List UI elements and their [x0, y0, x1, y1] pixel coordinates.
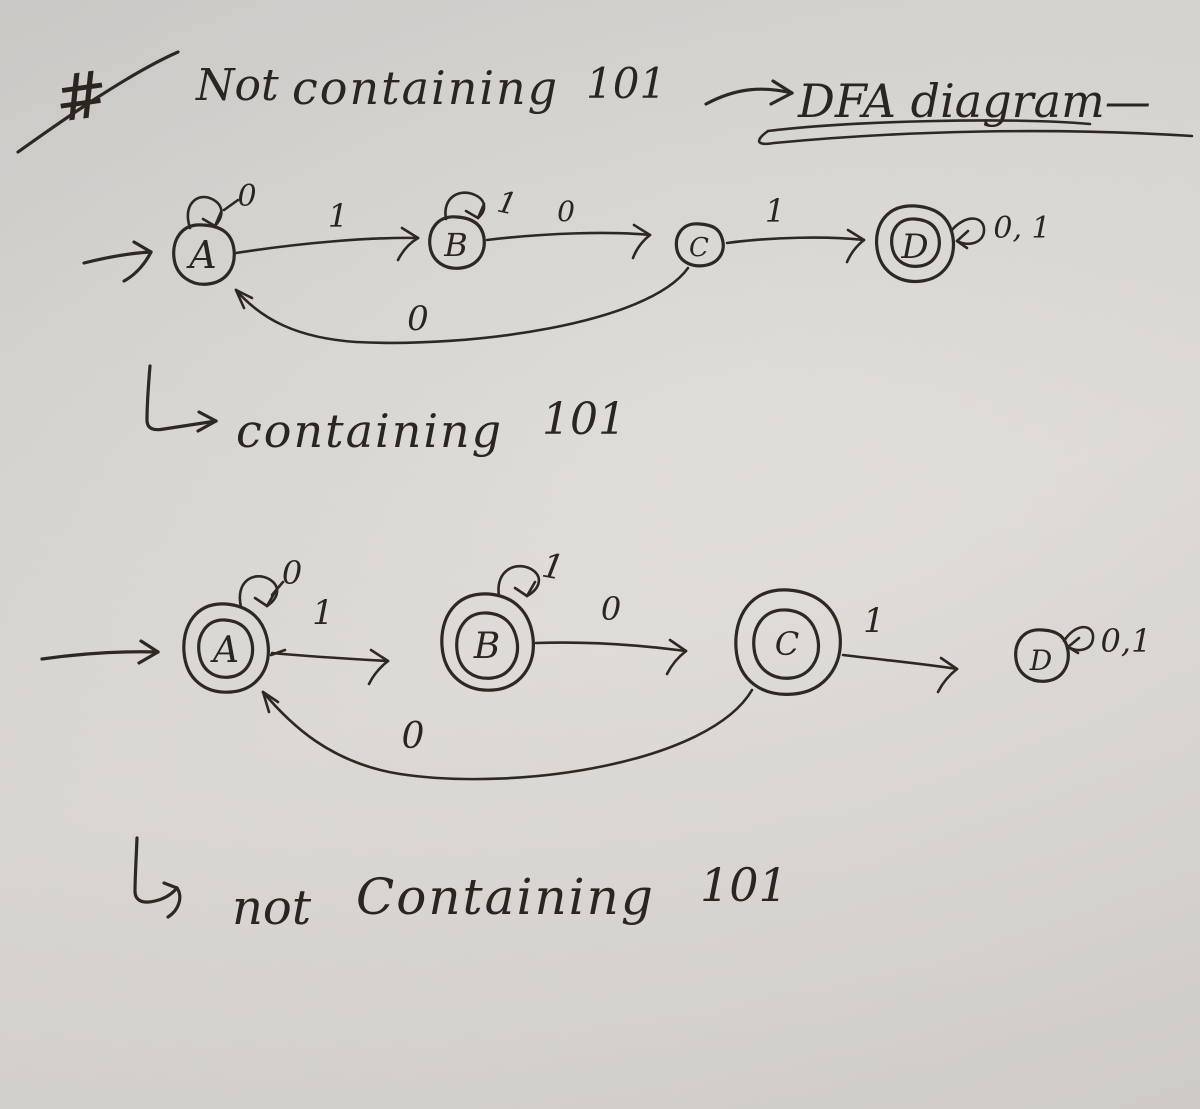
dfa-bottom-start-arrow-icon	[40, 639, 160, 665]
dfa-top-state-A-label: A	[186, 233, 216, 277]
caption-top-number: 101	[542, 394, 626, 445]
dfa-bottom: A 0 1 B 1	[40, 546, 1152, 781]
caption-top: containing 101	[145, 364, 626, 458]
dfa-top-edge-D-D-label: 0, 1	[993, 211, 1050, 246]
dfa-top-edge-C-A-label: 0	[407, 299, 429, 339]
dfa-top-state-D-circle	[874, 204, 956, 284]
dfa-bottom-edge-A-B-arrow	[269, 648, 390, 686]
dfa-top-edge-B-B-label: 1	[494, 185, 520, 223]
dfa-bottom-edge-D-D-label: 0,1	[1101, 622, 1152, 660]
title: # Not containing 101 DFA diagram—	[16, 50, 1194, 154]
dfa-bottom-edge-B-B-label: 1	[539, 546, 567, 589]
dfa-top-selfloop-D-icon	[949, 217, 986, 250]
dfa-bottom-selfloop-B-icon	[497, 564, 541, 598]
dfa-top-state-B-circle	[428, 215, 486, 270]
title-word-containing: containing	[292, 61, 559, 115]
dfa-bottom-state-C-circle	[734, 588, 842, 696]
dfa-top-edge-A-B-label: 1	[328, 197, 348, 235]
dfa-top-edge-C-D-arrow	[725, 228, 866, 264]
title-number: 101	[586, 59, 666, 108]
dfa-top-selfloop-A-icon	[186, 195, 240, 230]
dfa-top-state-C-circle	[674, 222, 725, 268]
dfa-bottom-edge-C-D-arrow	[841, 653, 959, 694]
caption-bottom-number: 101	[700, 858, 788, 912]
dfa-top-state-A-circle	[172, 223, 236, 286]
branch-arrow-icon	[145, 364, 218, 433]
dfa-top-state-B-label: B	[443, 226, 468, 264]
dfa-bottom-edge-A-A-label: 0	[282, 554, 302, 592]
dfa-bottom-selfloop-A-icon	[238, 575, 285, 609]
dfa-bottom-state-B-label: B	[473, 626, 500, 667]
dfa-bottom-state-A-circle	[182, 602, 270, 694]
dfa-bottom-edge-A-B-label: 1	[312, 593, 334, 633]
title-arrow-icon	[704, 79, 794, 106]
dfa-top-edge-B-C-arrow	[485, 223, 652, 260]
caption-bottom-prefix: not	[232, 880, 312, 936]
dfa-bottom-edge-B-C-arrow	[534, 638, 688, 676]
dfa-bottom-state-A-label: A	[210, 630, 239, 671]
dfa-bottom-selfloop-D-icon	[1062, 625, 1095, 655]
dfa-top-state-C-label: C	[689, 233, 709, 263]
dfa-top-selfloop-B-icon	[444, 191, 486, 221]
dfa-bottom-state-B-circle	[440, 592, 535, 692]
dfa-bottom-state-D-label: D	[1029, 644, 1052, 677]
dfa-top-edge-B-C-label: 0	[557, 195, 575, 228]
dfa-bottom-edge-B-C-label: 0	[601, 590, 621, 628]
caption-bottom-word: Containing	[356, 868, 655, 926]
dfa-top-edge-C-A-arrow	[234, 266, 690, 345]
title-underline	[757, 119, 1194, 146]
dfa-bottom-edge-C-D-label: 1	[863, 601, 885, 641]
dfa-top-edge-A-B-arrow	[234, 226, 420, 262]
caption-bottom: not Containing 101	[133, 836, 788, 936]
title-dfa-label: DFA diagram—	[797, 74, 1151, 128]
dfa-bottom-state-C-label: C	[775, 625, 799, 663]
dfa-top-state-D-label: D	[900, 227, 928, 267]
dfa-top-start-arrow-icon	[82, 240, 153, 283]
dfa-top-edge-C-D-label: 1	[765, 192, 785, 230]
title-word-not: Not	[195, 60, 279, 111]
dfa-bottom-edge-C-A-label: 0	[402, 716, 425, 757]
branch-arrow-icon	[133, 836, 182, 919]
dfa-top-edge-A-A-label: 0	[237, 179, 256, 214]
caption-top-word: containing	[236, 404, 503, 458]
dfa-bottom-edge-C-A-arrow	[261, 688, 754, 781]
title-hash-strike	[16, 50, 180, 154]
dfa-top: A 0 1 B 1 0	[82, 179, 1051, 345]
title-hash: #	[50, 57, 113, 138]
